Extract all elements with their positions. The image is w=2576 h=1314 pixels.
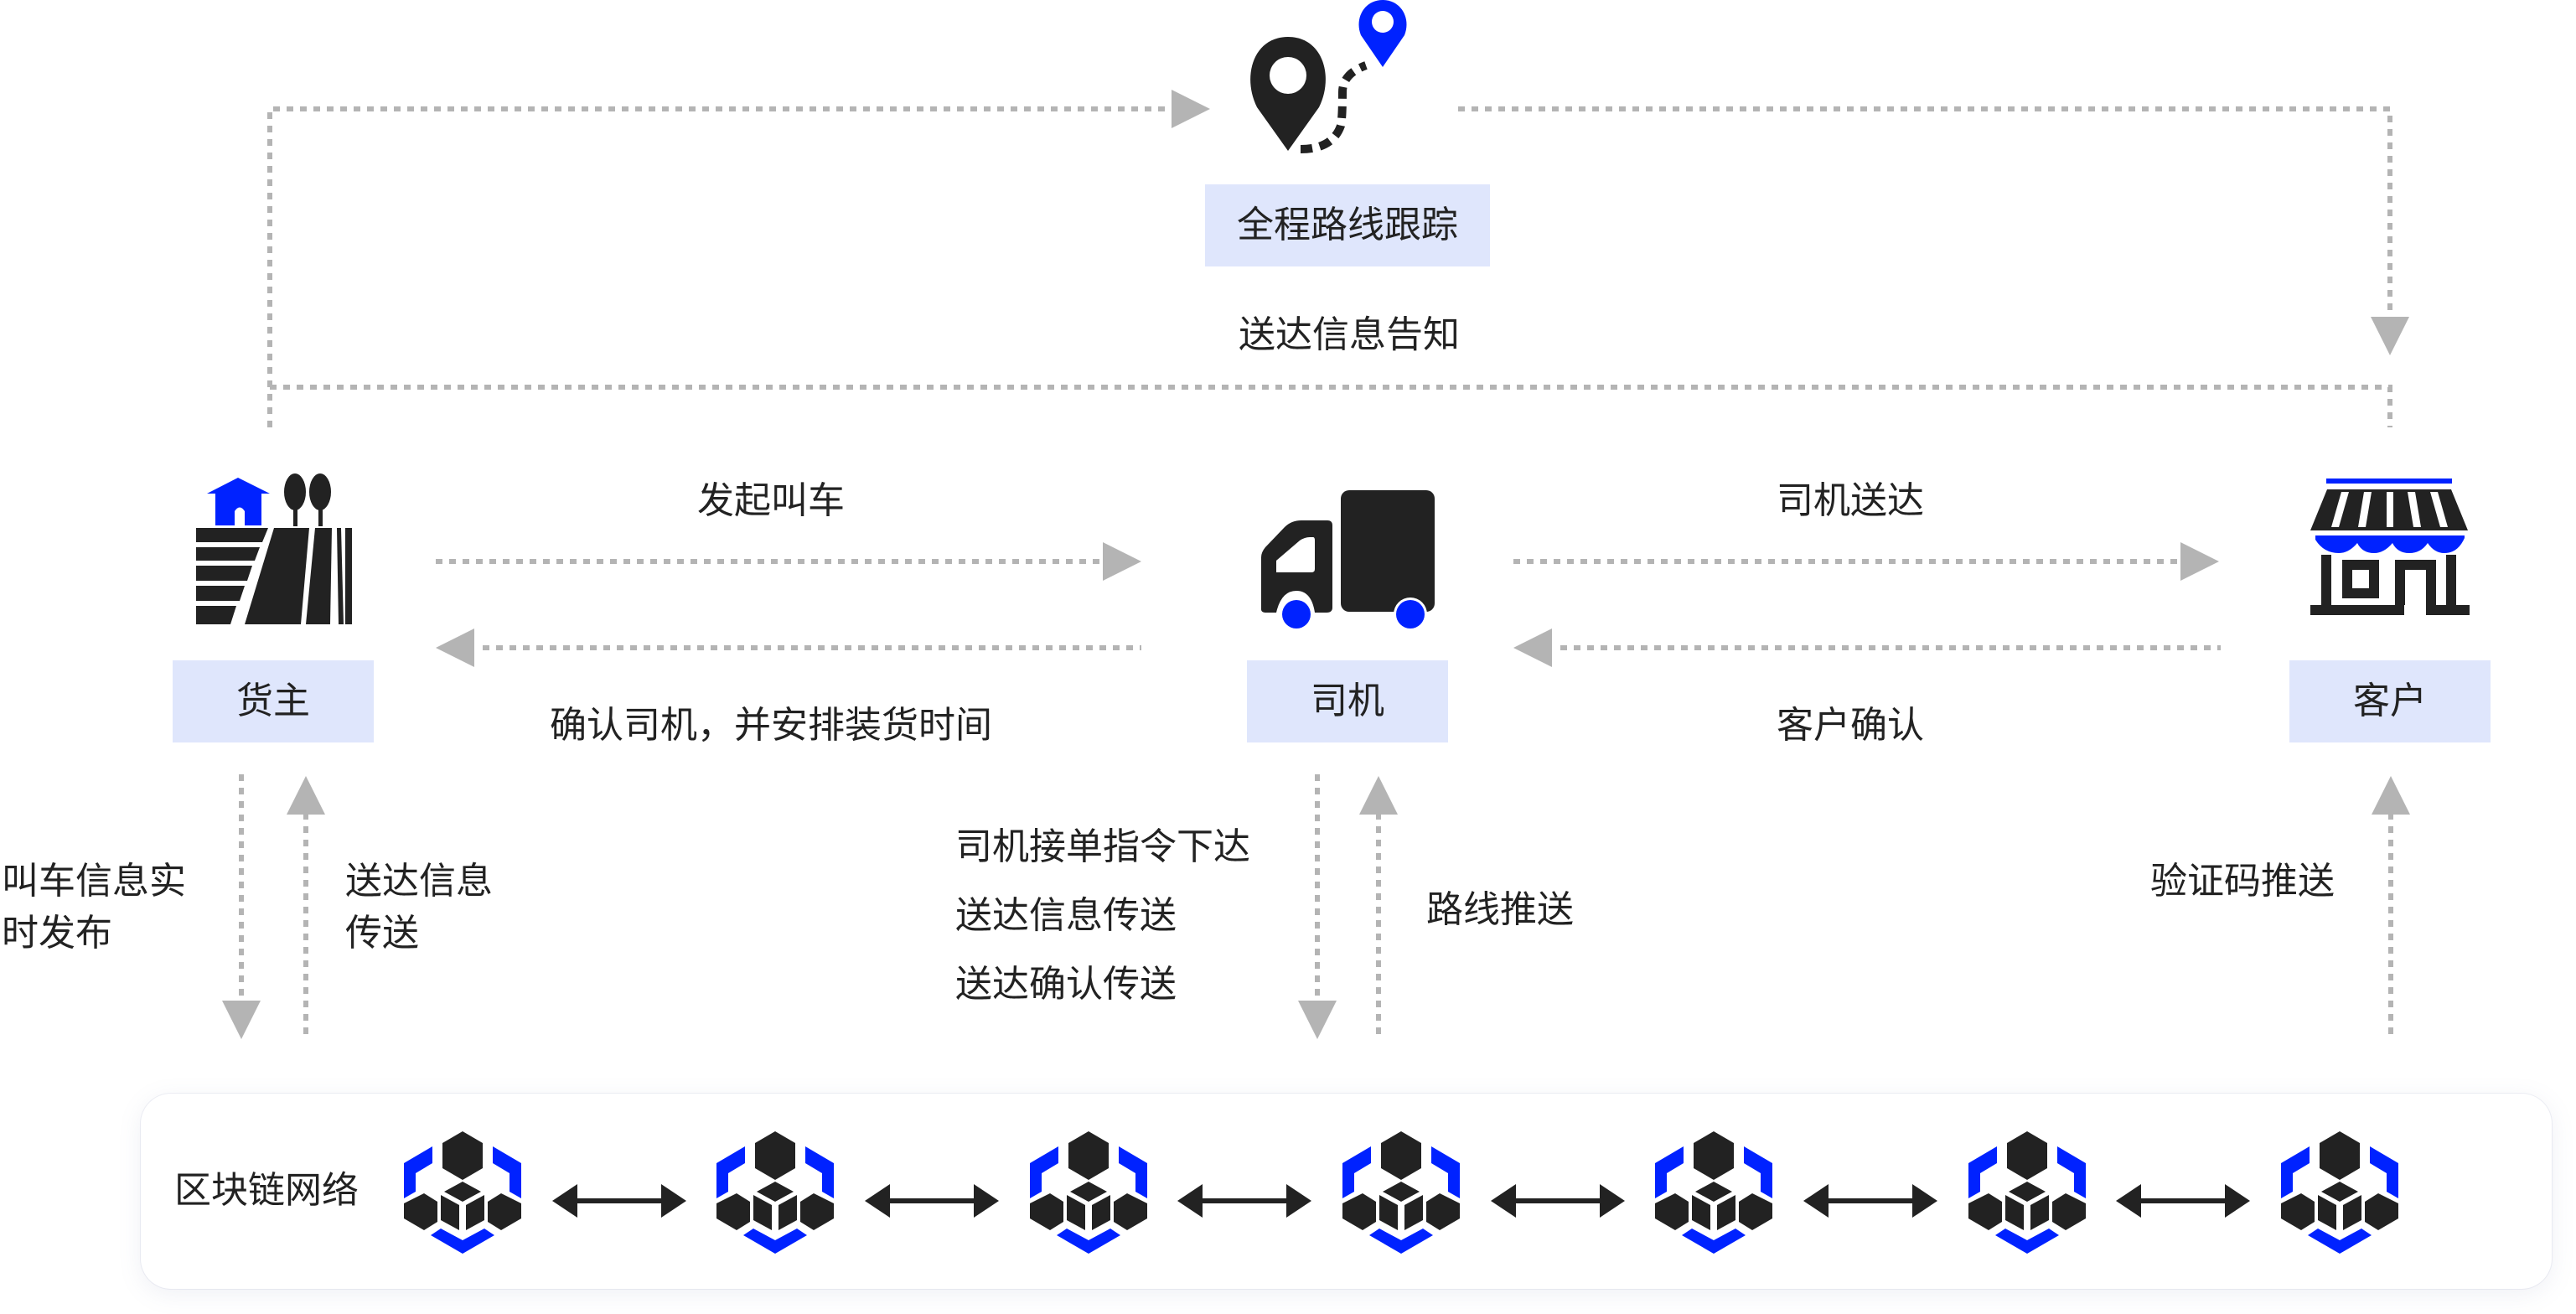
flow-label-chain-to-shipper: 送达信息 传送 bbox=[345, 860, 493, 954]
double-arrow-icon bbox=[1803, 1184, 1937, 1218]
arrowhead-down bbox=[1298, 1001, 1337, 1039]
farm-icon bbox=[196, 473, 352, 624]
tracking-label: 全程路线跟踪 bbox=[1205, 184, 1490, 266]
flow-label-shipper-to-driver: 发起叫车 bbox=[697, 479, 845, 522]
arrowhead-down bbox=[222, 1001, 261, 1039]
connector-tracking-to-customer bbox=[1458, 106, 2392, 318]
arrowhead-right bbox=[1172, 90, 1210, 128]
blockchain-node-icon bbox=[2281, 1131, 2398, 1254]
blockchain-node-icon bbox=[1029, 1131, 1147, 1254]
arrowhead-up bbox=[2372, 776, 2410, 815]
location-route-icon bbox=[1250, 0, 1407, 153]
blockchain-title: 区块链网络 bbox=[174, 1169, 359, 1212]
flow-label-customer-to-driver: 客户确认 bbox=[1777, 704, 1924, 747]
delivery-notice-label: 送达信息告知 bbox=[1239, 313, 1460, 356]
flow-label-shipper-to-chain: 叫车信息实 时发布 bbox=[2, 860, 186, 954]
flow-label-chain-to-driver: 路线推送 bbox=[1426, 888, 1574, 931]
customer-node bbox=[2310, 476, 2470, 618]
arrowhead-down bbox=[2371, 317, 2409, 355]
shipper-node bbox=[196, 473, 352, 626]
blockchain-panel: 区块链网络 bbox=[141, 1094, 2552, 1289]
arrowhead-left bbox=[436, 629, 474, 667]
flow-label-driver-to-customer: 司机送达 bbox=[1777, 479, 1924, 522]
blockchain-node-icon bbox=[1655, 1131, 1773, 1254]
driver-label: 司机 bbox=[1247, 660, 1448, 742]
flow-label-chain-to-customer: 验证码推送 bbox=[2150, 860, 2335, 903]
double-arrow-icon bbox=[1177, 1184, 1312, 1218]
arrowhead-left bbox=[1513, 629, 1552, 667]
blockchain-node-icon bbox=[716, 1131, 835, 1254]
arrowhead-right bbox=[2180, 542, 2219, 581]
flow-label-driver-to-shipper: 确认司机，并安排装货时间 bbox=[550, 704, 992, 747]
store-icon bbox=[2310, 479, 2470, 615]
blockchain-node-icon bbox=[1968, 1131, 2086, 1254]
connector-shipper-to-tracking bbox=[267, 106, 1175, 427]
double-arrow-icon bbox=[1490, 1184, 1625, 1218]
connector-delivery-notice bbox=[267, 385, 2392, 427]
double-arrow-icon bbox=[865, 1184, 999, 1218]
driver-node bbox=[1261, 490, 1437, 631]
customer-label: 客户 bbox=[2289, 660, 2491, 742]
double-arrow-icon bbox=[2116, 1184, 2251, 1218]
shipper-label: 货主 bbox=[173, 660, 374, 742]
tracking-node bbox=[1249, 0, 1416, 155]
blockchain-node-icon bbox=[404, 1131, 521, 1254]
arrowhead-up bbox=[287, 776, 325, 815]
arrowhead-right bbox=[1103, 542, 1141, 581]
flow-label-driver-to-chain: 司机接单指令下达 送达信息传送 送达确认传送 bbox=[955, 825, 1250, 1006]
double-arrow-icon bbox=[551, 1184, 686, 1218]
truck-icon bbox=[1261, 490, 1435, 631]
arrowhead-up bbox=[1359, 776, 1398, 815]
blockchain-node-icon bbox=[1342, 1131, 1460, 1254]
